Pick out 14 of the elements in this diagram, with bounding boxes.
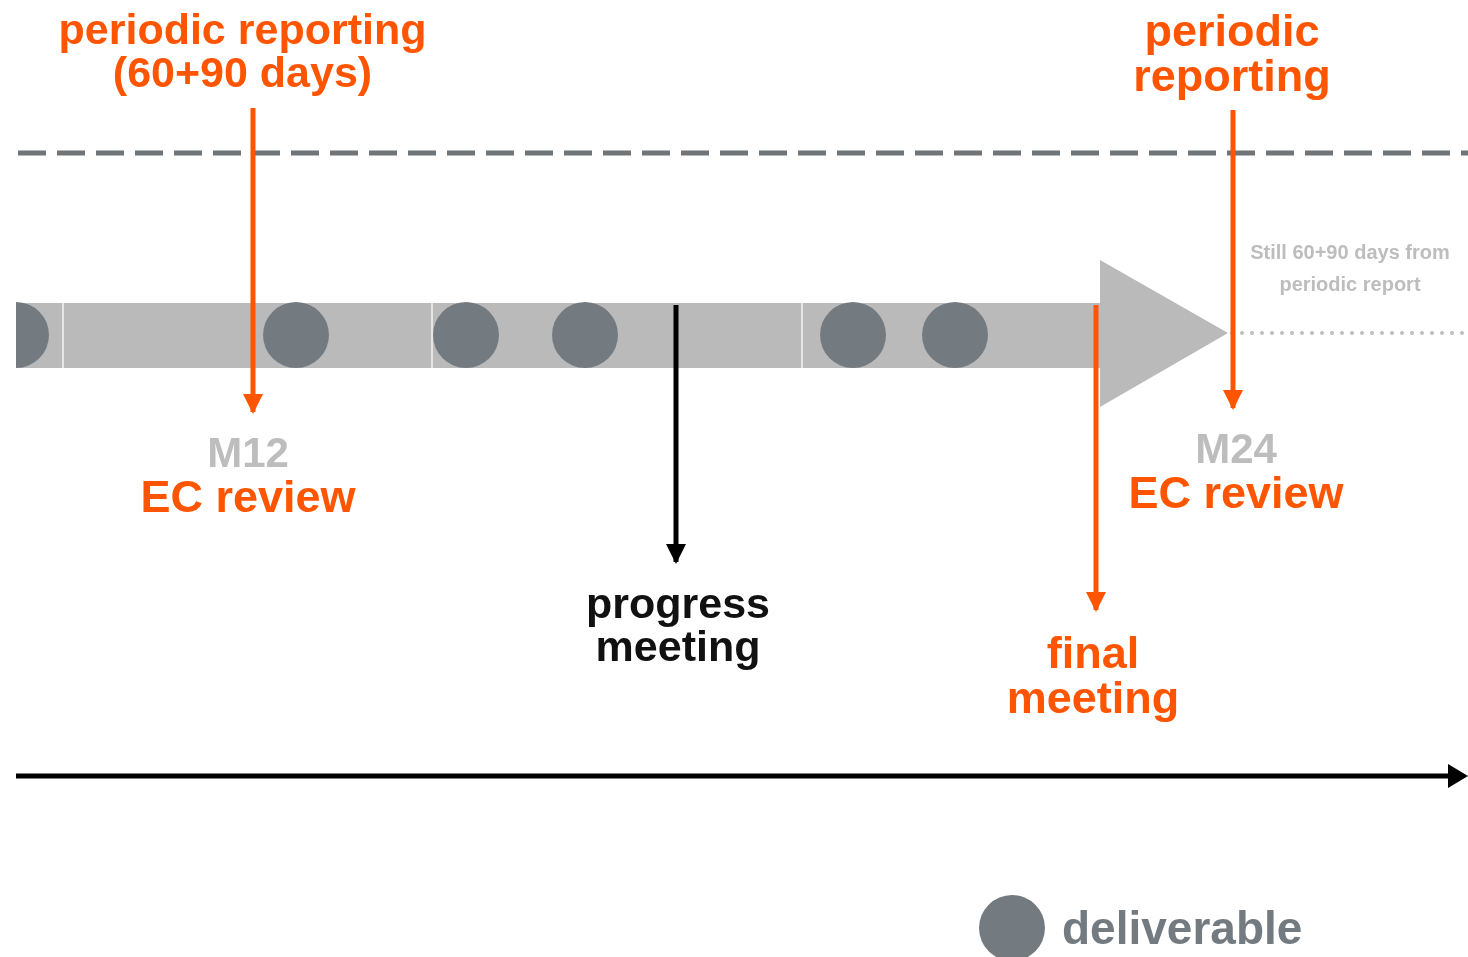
arrow xyxy=(1223,110,1243,410)
arrow xyxy=(666,305,686,564)
arrow xyxy=(243,108,263,414)
timeline-label: progress meeting xyxy=(585,582,771,668)
timeline-label: periodic reporting (60+90 days) xyxy=(57,8,428,94)
legend-label: deliverable xyxy=(1062,902,1303,954)
timeline-label: periodic reporting xyxy=(1132,8,1332,98)
timeline-label: EC review xyxy=(1127,470,1345,515)
timeline-label: EC review xyxy=(139,474,357,519)
milestone-label: M24 xyxy=(1194,428,1278,470)
arrow xyxy=(1086,305,1106,612)
milestone-label: M12 xyxy=(206,432,290,474)
note-text: Still 60+90 days from periodic report xyxy=(1250,240,1450,297)
timeline-label: final meeting xyxy=(1005,630,1181,720)
